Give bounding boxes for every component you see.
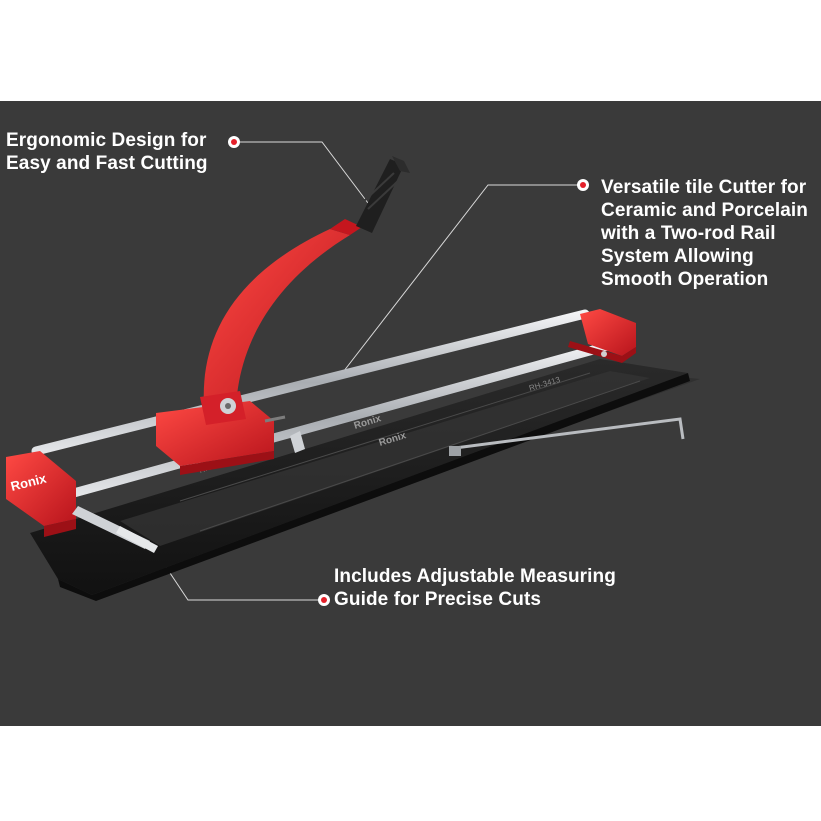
extension-arm [454,417,685,450]
callout-line: Easy and Fast Cutting [6,153,208,174]
callout-dot-versatile [577,179,589,191]
tile-cutter-illustration: Ronix Ronix RH-3413 RH-3413 Ronix [6,141,700,601]
extension-arm-clamp [449,446,461,456]
twin-rails [31,309,620,499]
callout-ergonomic-design: Ergonomic Design for Easy and Fast Cutti… [6,129,208,175]
callout-line: Versatile tile Cutter for [601,177,807,198]
callout-versatile-cutter: Versatile tile Cutter for Ceramic and Po… [601,176,808,291]
right-end-block [568,309,636,363]
cutter-carriage [156,391,286,475]
callout-line: Smooth Operation [601,269,769,290]
left-end-block: Ronix [6,451,76,537]
cutting-handle [203,156,410,406]
callout-dot-ergonomic [228,136,240,148]
callout-measuring-guide: Includes Adjustable Measuring Guide for … [334,565,616,611]
leader-line-versatile [339,184,579,377]
callout-line: Ceramic and Porcelain [601,200,808,221]
product-panel: Ronix Ronix RH-3413 RH-3413 Ronix [0,101,821,726]
callout-line: System Allowing [601,246,754,267]
base-plate: Ronix Ronix RH-3413 RH-3413 [30,359,690,601]
callout-line: with a Two-rod Rail [601,223,776,244]
leader-line-ergonomic [240,141,375,212]
callout-line: Guide for Precise Cuts [334,589,542,610]
callout-line: Includes Adjustable Measuring [334,566,616,587]
callout-dot-guide [318,594,330,606]
measuring-guide [72,431,305,553]
callout-line: Ergonomic Design for [6,130,207,151]
